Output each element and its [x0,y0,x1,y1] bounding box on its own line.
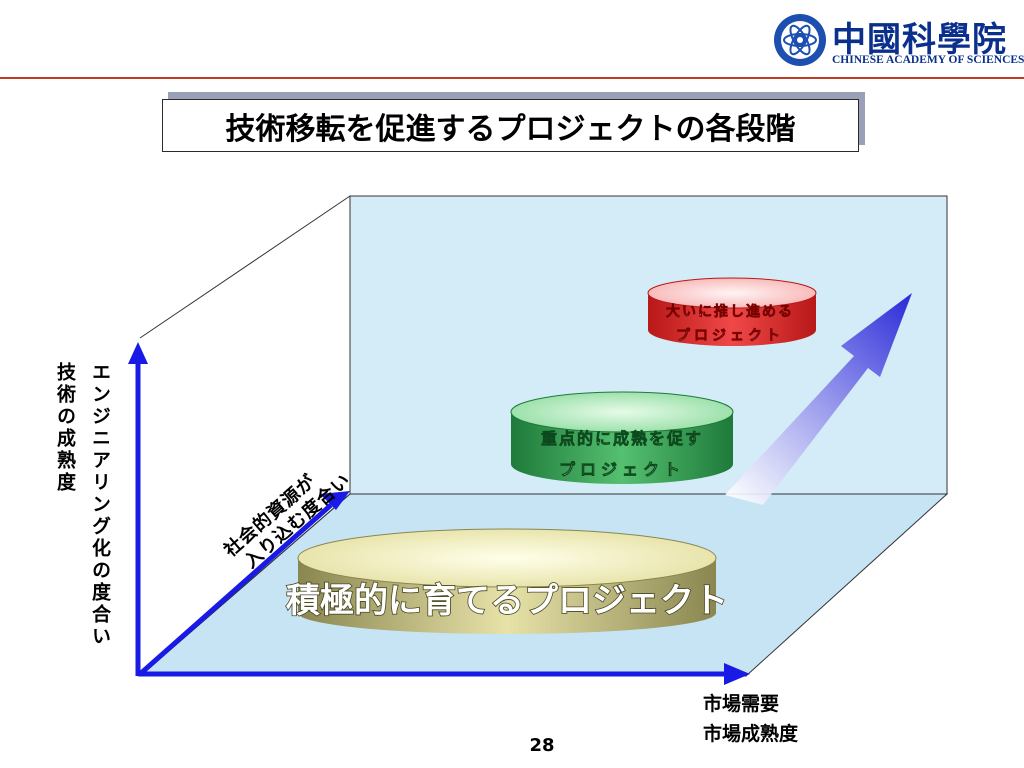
diagonal-axis [138,491,350,676]
slide-title: 技術移転を促進するプロジェクトの各段階 [162,99,859,152]
stage-1-cylinder [297,528,717,634]
y-axis [128,342,148,676]
header-divider [0,77,1024,79]
stage-1-label: 積極的に育てるプロジェクト [286,581,728,621]
page-number: 28 [529,735,555,756]
cas-logo: 中國科學院 CHINESE ACADEMY OF SCIENCES [772,10,1024,72]
stage-3-label-line2: プロジェクト [676,328,784,344]
x-axis-label-line1: 市場需要 [703,693,780,715]
stage-2-label-line2: プロジェクト [559,460,685,479]
x-axis-label-line2: 市場成熟度 [703,723,799,745]
growth-arrow [725,293,912,505]
top-edge-line [139,195,351,339]
x-axis [138,663,750,685]
stage-2-label-line1: 重点的に成熟を促す [541,429,703,448]
stage-2-cylinder [510,391,734,484]
logo-english-text: CHINESE ACADEMY OF SCIENCES [832,54,1024,66]
y-axis-label-maturity: 技術の成熟度 [54,362,76,494]
x-axis-label: 市場需要 市場成熟度 [703,689,798,749]
cas-seal-icon [774,14,826,66]
logo-chinese-text: 中國科學院 [832,20,1007,60]
y-axis-label-engineering: エンジニアリング化の度合い [89,362,111,648]
stage-3-cylinder [647,277,817,346]
stage-3-label-line1: 大いに推し進める [666,303,794,320]
